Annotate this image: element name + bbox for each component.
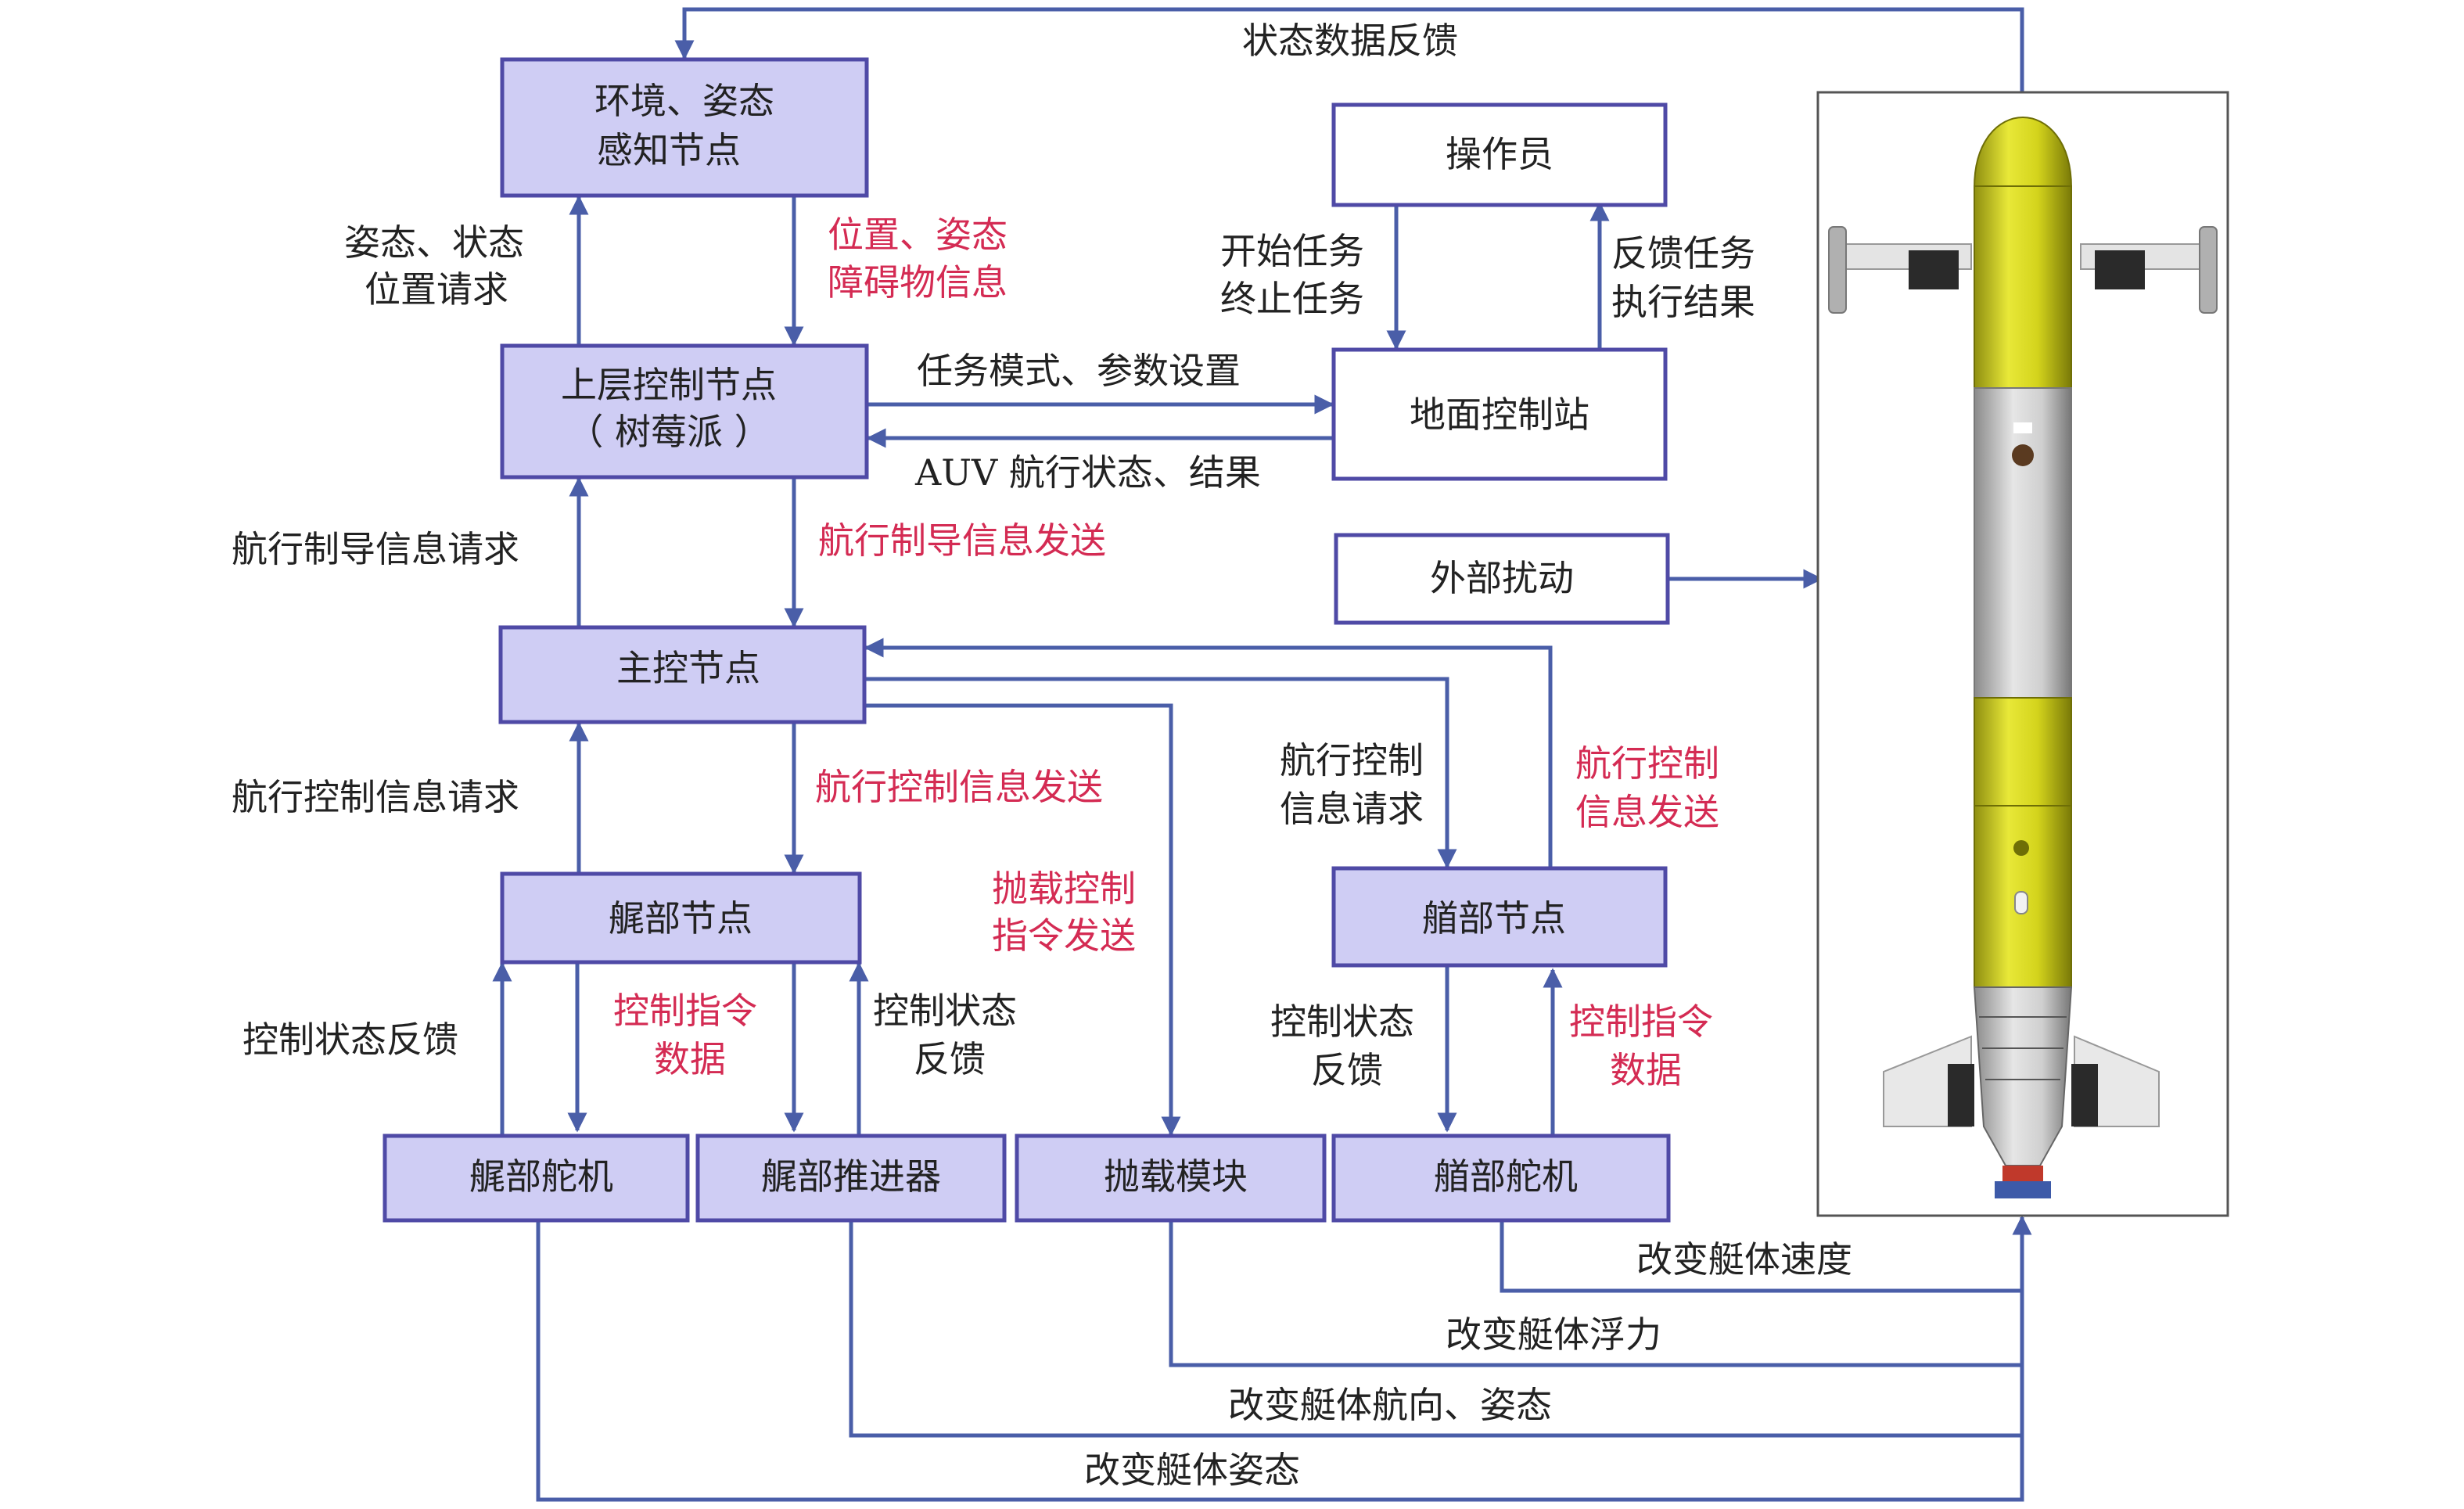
operator-box: 操作员 <box>1331 102 1668 207</box>
position-info-label-2: 障碍物信息 <box>828 261 1008 304</box>
auv-illustration <box>1816 91 2229 1217</box>
task-feedback-label-1: 反馈任务 <box>1611 232 1755 275</box>
stop-task-label: 终止任务 <box>1220 278 1364 320</box>
attitude-request-label-1: 姿态、状态 <box>344 221 524 264</box>
auv-middle-section <box>1974 387 2072 699</box>
ground-station-label: 地面控制站 <box>1410 393 1589 436</box>
bow-send-label-2: 信息发送 <box>1575 791 1719 833</box>
servo-cmd-label-1: 控制指令 <box>613 990 757 1032</box>
auv-front-section <box>1974 185 2072 389</box>
auv-status-label: AUV 航行状态、结果 <box>914 451 1261 494</box>
task-feedback-label-2: 执行结果 <box>1611 281 1755 323</box>
ballast-module-box: 抛载模块 <box>1015 1134 1327 1223</box>
change-buoyancy-label: 改变艇体浮力 <box>1446 1313 1661 1356</box>
thruster-status-label-1: 控制状态 <box>873 990 1017 1032</box>
bow-send-label-1: 航行控制 <box>1575 742 1719 785</box>
change-attitude-label: 改变艇体姿态 <box>1084 1449 1300 1491</box>
sensing-node-line2: 感知节点 <box>597 129 741 171</box>
ground-station-box: 地面控制站 <box>1331 347 1668 481</box>
nav-guidance-request-label: 航行制导信息请求 <box>232 528 519 570</box>
ballast-control-label-1: 抛载控制 <box>992 868 1136 910</box>
nav-guidance-send-label: 航行制导信息发送 <box>818 519 1106 562</box>
auv-nose <box>1973 117 2073 189</box>
front-fins <box>1828 226 2218 314</box>
upper-control-line2: （ 树莓派 ） <box>567 411 770 453</box>
ballast-module-label: 抛载模块 <box>1104 1155 1248 1198</box>
change-heading-label: 改变艇体航向、姿态 <box>1228 1384 1552 1426</box>
attitude-request-label-2: 位置请求 <box>365 268 508 311</box>
bow-request-arrow <box>866 677 1457 869</box>
stern-servo-label: 艉部舵机 <box>469 1155 613 1198</box>
bow-node-label: 艏部节点 <box>1422 897 1566 940</box>
main-control-node: 主控节点 <box>498 625 867 724</box>
stern-thruster-label: 艉部推进器 <box>761 1155 941 1198</box>
bow-request-label-2: 信息请求 <box>1280 788 1424 830</box>
sensing-node-line1: 环境、姿态 <box>594 80 774 122</box>
bow-request-label-1: 航行控制 <box>1280 739 1424 781</box>
state-feedback-label: 状态数据反馈 <box>1242 20 1458 62</box>
nav-control-request-label: 航行控制信息请求 <box>232 776 519 818</box>
start-task-label: 开始任务 <box>1220 230 1364 272</box>
bow-node: 艏部节点 <box>1331 866 1668 968</box>
stern-node-label: 艉部节点 <box>609 897 752 940</box>
edge-labels: 状态数据反馈 姿态、状态 位置请求 位置、姿态 障碍物信息 开始任务 终止任务 … <box>232 20 1852 1491</box>
operator-label: 操作员 <box>1446 133 1553 175</box>
stern-thruster-box: 艉部推进器 <box>695 1134 1007 1223</box>
bow-send-arrow <box>864 638 1553 872</box>
ballast-cmd-arrow <box>866 703 1181 1137</box>
upper-control-line1: 上层控制节点 <box>561 364 777 406</box>
external-disturbance-box: 外部扰动 <box>1334 533 1670 625</box>
change-heading-line <box>849 1222 2022 1438</box>
servo-cmd-label-2: 数据 <box>654 1038 726 1080</box>
bow-servo-status-label-2: 反馈 <box>1311 1049 1383 1091</box>
position-info-label-1: 位置、姿态 <box>828 214 1008 256</box>
mode-params-label: 任务模式、参数设置 <box>917 350 1241 392</box>
stern-node: 艉部节点 <box>500 871 862 965</box>
change-speed-label: 改变艇体速度 <box>1636 1238 1852 1281</box>
main-control-label: 主控节点 <box>616 647 760 689</box>
bow-servo-cmd-label-1: 控制指令 <box>1569 1001 1713 1043</box>
rear-fins <box>1883 1035 2160 1127</box>
upper-control-node: 上层控制节点 （ 树莓派 ） <box>500 343 869 480</box>
stern-servo-box: 艉部舵机 <box>383 1134 690 1223</box>
change-buoyancy-line <box>1169 1222 2022 1367</box>
bow-servo-box: 艏部舵机 <box>1331 1134 1671 1223</box>
external-disturbance-label: 外部扰动 <box>1430 557 1574 599</box>
sensing-node: 环境、姿态 感知节点 <box>500 57 869 198</box>
bow-servo-label: 艏部舵机 <box>1434 1155 1578 1198</box>
connectors <box>492 7 2032 1502</box>
servo-status-feedback-label: 控制状态反馈 <box>242 1019 458 1061</box>
ballast-control-label-2: 指令发送 <box>992 914 1136 957</box>
bow-servo-status-label-1: 控制状态 <box>1270 1001 1414 1043</box>
nav-control-send-label: 航行控制信息发送 <box>815 766 1103 808</box>
change-speed-arrow <box>1500 1215 2032 1293</box>
state-feedback-arrow <box>674 7 2024 92</box>
bow-servo-cmd-label-2: 数据 <box>1610 1049 1682 1091</box>
thruster-status-label-2: 反馈 <box>914 1038 986 1080</box>
change-attitude-line <box>536 1222 2024 1502</box>
